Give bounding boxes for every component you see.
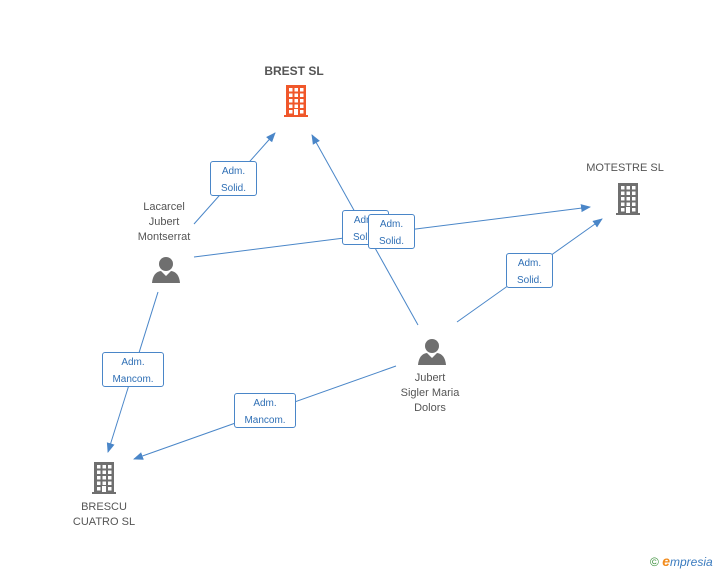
edge-lines (106, 132, 603, 460)
empresia-logo-e: e (662, 553, 670, 569)
brest-name: BREST SL (264, 64, 324, 78)
node-label-jubert[interactable]: Jubert Sigler Maria Dolors (380, 371, 480, 416)
edge-label-jubert-brest[interactable]: Adm. Solid. (368, 214, 415, 249)
edge-label-line2: Solid. (516, 275, 542, 286)
building-icon-brest[interactable] (284, 85, 308, 117)
edge-label-line1: Adm. (121, 357, 145, 368)
node-icons (92, 85, 640, 494)
node-label-brescu[interactable]: BRESCU CUATRO SL (54, 500, 154, 530)
edge-label-line1: Adm. (353, 215, 378, 226)
copyright-symbol: © (650, 555, 659, 569)
edge-label-line1: Adm. (253, 398, 277, 409)
building-icon-motestre[interactable] (616, 183, 640, 215)
jubert-name-line3: Dolors (414, 402, 446, 414)
brescu-name-line1: BRESCU (81, 501, 127, 513)
edge-label-lacarcel-brescu[interactable]: Adm. Mancom. (102, 352, 164, 387)
person-icon-lacarcel[interactable] (152, 257, 180, 283)
empresia-logo-text: mpresia (669, 555, 713, 569)
node-label-brest[interactable]: BREST SL (244, 64, 344, 79)
node-label-lacarcel[interactable]: Lacarcel Jubert Montserrat (114, 200, 214, 245)
edge-label-line2: Solid. (378, 236, 404, 247)
jubert-name-line1: Jubert (414, 372, 446, 384)
edge-label-line1: Adm. (221, 166, 246, 177)
motestre-name: MOTESTRE SL (586, 162, 664, 174)
node-label-motestre[interactable]: MOTESTRE SL (570, 161, 680, 176)
edge-label-line1: Adm. (379, 219, 404, 230)
edge-label-jubert-motestre[interactable]: Adm. Solid. (506, 253, 553, 288)
edge-label-line2: Mancom. (244, 415, 286, 426)
edge-label-line2: Solid. (220, 183, 246, 194)
brescu-name-line2: CUATRO SL (72, 516, 136, 528)
edge-label-line2: Mancom. (112, 374, 154, 385)
edge-label-jubert-brescu[interactable]: Adm. Mancom. (234, 393, 296, 428)
lacarcel-name-line3: Montserrat (137, 231, 191, 243)
edge-label-line2: Solid. (352, 232, 378, 243)
edge-label-lacarcel-brest[interactable]: Adm. Solid. (210, 161, 257, 196)
edge-label-line1: Adm. (517, 258, 542, 269)
lacarcel-name-line2: Jubert (148, 216, 180, 228)
lacarcel-name-line1: Lacarcel (143, 201, 185, 213)
jubert-name-line2: Sigler Maria (400, 387, 460, 399)
empresia-watermark[interactable]: © empresia (650, 553, 713, 569)
person-icon-jubert[interactable] (418, 339, 446, 365)
building-icon-brescu[interactable] (92, 462, 116, 494)
